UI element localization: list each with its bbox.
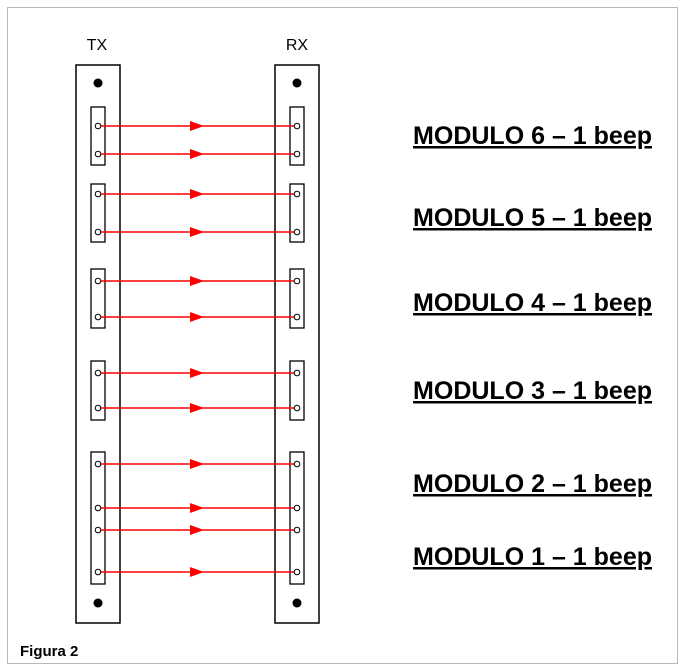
figure-frame: TX RX MODULO 6 – 1 beep MOD xyxy=(7,7,678,664)
tx-bar xyxy=(75,64,121,624)
tx-module-3-housing xyxy=(90,360,106,421)
tx-module-4-housing xyxy=(90,268,106,329)
rx-lens-icon xyxy=(293,313,301,321)
beam-arrow-icon xyxy=(190,525,204,535)
rx-module-6-housing xyxy=(289,106,305,166)
rx-lens-icon xyxy=(293,504,301,512)
tx-module-1-2-housing xyxy=(90,451,106,585)
beam-arrow-icon xyxy=(190,149,204,159)
tx-lens-icon xyxy=(94,504,102,512)
tx-lens-icon xyxy=(94,122,102,130)
module-1-label: MODULO 1 – 1 beep xyxy=(413,543,652,571)
light-beams xyxy=(94,121,301,577)
rx-module-3-housing xyxy=(289,360,305,421)
figure-caption: Figura 2 xyxy=(20,643,79,660)
rx-lens-icon xyxy=(293,404,301,412)
tx-lens-icon xyxy=(94,313,102,321)
rx-lens-icon xyxy=(293,122,301,130)
tx-lens-icon xyxy=(94,190,102,198)
rx-lens-icon xyxy=(293,277,301,285)
beam-arrow-icon xyxy=(190,368,204,378)
tx-label: TX xyxy=(87,37,108,54)
beam-arrow-icon xyxy=(190,403,204,413)
tx-lens-icon xyxy=(94,228,102,236)
module-6-label: MODULO 6 – 1 beep xyxy=(413,122,652,150)
rx-lens-icon xyxy=(293,190,301,198)
rx-module-5-housing xyxy=(289,183,305,243)
rx-lens-icon xyxy=(293,228,301,236)
rx-lens-icon xyxy=(293,568,301,576)
light-curtain-diagram: TX RX MODULO 6 – 1 beep MOD xyxy=(75,37,652,624)
rx-bar xyxy=(274,64,320,624)
mounting-hole-icon xyxy=(93,598,103,608)
beam-arrow-icon xyxy=(190,121,204,131)
beam-arrow-icon xyxy=(190,459,204,469)
beam-arrow-icon xyxy=(190,227,204,237)
rx-label: RX xyxy=(286,37,309,54)
rx-lens-icon xyxy=(293,150,301,158)
beam-arrow-icon xyxy=(190,312,204,322)
beam-arrow-icon xyxy=(190,276,204,286)
module-2-label: MODULO 2 – 1 beep xyxy=(413,470,652,498)
beam-arrow-icon xyxy=(190,503,204,513)
rx-lens-icon xyxy=(293,526,301,534)
tx-lens-icon xyxy=(94,277,102,285)
tx-lens-icon xyxy=(94,404,102,412)
mounting-hole-icon xyxy=(292,598,302,608)
rx-module-1-2-housing xyxy=(289,451,305,585)
rx-lens-icon xyxy=(293,369,301,377)
tx-lens-icon xyxy=(94,150,102,158)
beam-arrow-icon xyxy=(190,189,204,199)
module-3-label: MODULO 3 – 1 beep xyxy=(413,377,652,405)
mounting-hole-icon xyxy=(292,78,302,88)
module-4-label: MODULO 4 – 1 beep xyxy=(413,289,652,317)
tx-lens-icon xyxy=(94,460,102,468)
tx-module-5-housing xyxy=(90,183,106,243)
module-5-label: MODULO 5 – 1 beep xyxy=(413,204,652,232)
beam-arrow-icon xyxy=(190,567,204,577)
tx-lens-icon xyxy=(94,369,102,377)
mounting-hole-icon xyxy=(93,78,103,88)
tx-lens-icon xyxy=(94,568,102,576)
rx-module-4-housing xyxy=(289,268,305,329)
tx-module-6-housing xyxy=(90,106,106,166)
rx-lens-icon xyxy=(293,460,301,468)
tx-lens-icon xyxy=(94,526,102,534)
